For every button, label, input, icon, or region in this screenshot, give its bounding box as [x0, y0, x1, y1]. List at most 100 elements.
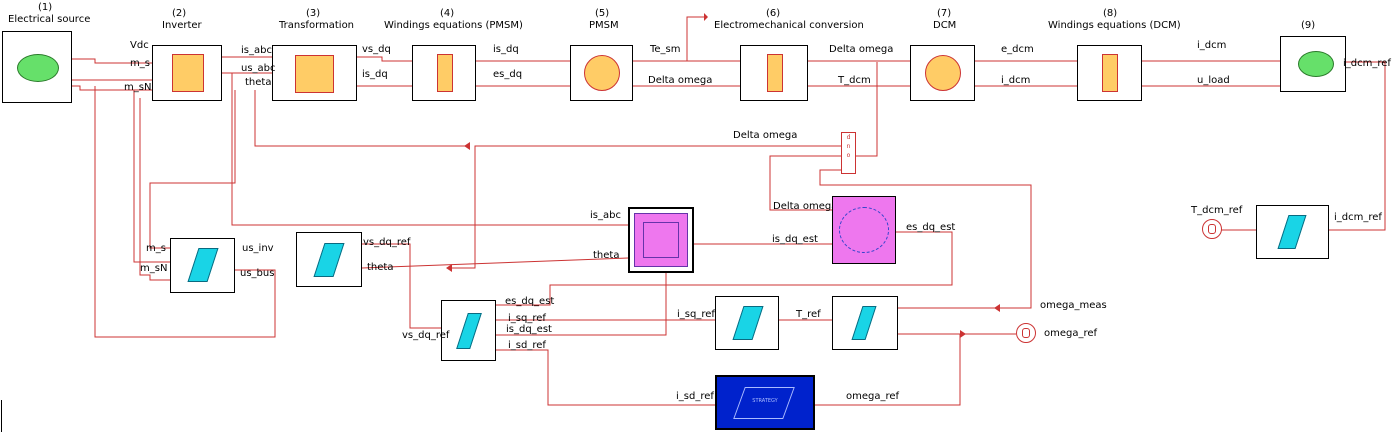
dcm-block[interactable] — [910, 45, 975, 101]
dcm-control-block[interactable] — [1256, 205, 1329, 259]
port-vdc: Vdc — [130, 40, 149, 51]
port-ctrl-ms: m_s — [146, 243, 166, 254]
port-msn: m_sN — [124, 82, 152, 93]
pmsm-title: PMSM — [589, 20, 619, 31]
windings-dcm-block[interactable] — [1077, 45, 1142, 101]
strategy-label: STRATEGY — [752, 398, 778, 404]
port-isq-ref-in: i_sq_ref — [677, 309, 715, 320]
windings-dcm-icon — [1102, 54, 1118, 92]
port-u-load: u_load — [1197, 75, 1230, 86]
estimator-abc-block[interactable] — [628, 207, 694, 273]
port-est-is-abc: is_abc — [590, 210, 621, 221]
electromech-title: Electromechanical conversion — [714, 20, 864, 31]
estimator-dq-icon — [839, 207, 889, 253]
transformation-title: Transformation — [279, 20, 355, 31]
inverter-block[interactable] — [152, 45, 222, 101]
wire-ctrl-ms — [149, 90, 236, 249]
isq-icon — [732, 306, 764, 340]
electrical-source-block[interactable] — [2, 31, 72, 103]
port-vs-dq-ref-out: vs_dq_ref — [402, 330, 450, 341]
port-theta-ctrl: theta — [367, 262, 394, 273]
windings-dcm-title: Windings equations (DCM) — [1048, 20, 1181, 31]
port-is-abc: is_abc — [241, 45, 272, 56]
transformation-control-block[interactable] — [296, 232, 362, 287]
wire-isabc — [231, 73, 628, 226]
load-block[interactable] — [1280, 36, 1346, 92]
port-theta: theta — [245, 77, 272, 88]
dcm-control-icon — [1277, 215, 1307, 249]
wire-fb-to-theta — [452, 145, 841, 269]
wire-theta-est — [361, 257, 629, 269]
source-title: Electrical source — [8, 14, 91, 25]
port-is-dq: is_dq — [362, 69, 388, 80]
source-number: (1) — [38, 2, 53, 13]
pmsm-number: (5) — [595, 8, 610, 19]
port-tdcm: T_dcm — [838, 75, 871, 86]
windings-pmsm-icon — [437, 54, 453, 92]
transformation-block[interactable] — [272, 45, 357, 101]
speed-control-block[interactable] — [832, 296, 898, 350]
port-es-dq: es_dq — [493, 69, 523, 80]
wire-vs-dq — [357, 56, 412, 62]
port-tdcm-ref: T_dcm_ref — [1191, 205, 1243, 216]
port-isd-ref-in: i_sd_ref — [676, 391, 714, 402]
port-i-dcm-2: i_dcm — [1197, 40, 1227, 51]
pmsm-icon — [584, 55, 620, 91]
wire-vdc — [72, 58, 152, 64]
electromech-number: (6) — [766, 8, 781, 19]
tdcm-ref-source-icon[interactable] — [1202, 219, 1222, 239]
dcm-icon — [925, 55, 961, 91]
wire-i-dcm-ref — [1329, 61, 1386, 231]
isq-block[interactable] — [715, 296, 779, 350]
inverter-number: (2) — [172, 8, 187, 19]
load-number: (9) — [1301, 20, 1316, 31]
dcm-number: (7) — [937, 8, 952, 19]
label-delta-omega-est: Delta omega — [773, 201, 838, 212]
omega-ref-source-icon[interactable] — [1016, 323, 1036, 343]
port-vs-dq-ref: vs_dq_ref — [363, 237, 411, 248]
electromech-block[interactable] — [740, 45, 808, 101]
port-is-dq-est: is_dq_est — [772, 234, 818, 245]
transformation-icon — [295, 55, 334, 93]
windings-pmsm-block[interactable] — [412, 45, 476, 101]
wire-is-abc-to-ctrl — [496, 258, 667, 336]
wire-theta-fb — [254, 90, 470, 147]
port-te-sm: Te_sm — [650, 44, 681, 55]
port-es-dq-est: es_dq_est — [906, 222, 956, 233]
wire-est-in — [769, 155, 841, 211]
port-isq-ref: i_sq_ref — [508, 313, 546, 324]
inverter-control-icon — [187, 248, 219, 282]
strategy-block[interactable]: STRATEGY — [715, 375, 815, 430]
transformation-control-icon — [313, 243, 345, 277]
wire-isd-ref — [496, 349, 715, 406]
pmsm-block[interactable] — [570, 45, 633, 101]
port-ctrl-msn: m_sN — [140, 263, 168, 274]
windings-pmsm-title: Windings equations (PMSM) — [384, 20, 523, 31]
wire-ctrl-msn — [133, 90, 170, 263]
label-omega-meas: omega_meas — [1040, 300, 1107, 311]
port-us-bus: us_bus — [240, 268, 275, 279]
wire-es-dq-est — [496, 231, 953, 306]
wire-omega-ref-2 — [815, 334, 961, 406]
wire-fb-delta-omega — [856, 62, 878, 157]
windings-pmsm-number: (4) — [440, 8, 455, 19]
transformation-number: (3) — [306, 8, 321, 19]
current-control-block[interactable] — [441, 300, 496, 361]
estimator-dq-block[interactable] — [832, 196, 896, 264]
port-us-inv: us_inv — [242, 243, 274, 254]
port-is-dq-2: is_dq — [493, 44, 519, 55]
inverter-control-block[interactable] — [170, 238, 235, 293]
port-i-dcm: i_dcm — [1001, 75, 1031, 86]
estimator-abc-icon — [634, 213, 688, 267]
wire-ctrl-msn-2 — [139, 98, 170, 281]
port-ms: m_s — [130, 58, 150, 69]
wire-omega-meas — [819, 169, 1032, 309]
load-icon — [1298, 51, 1334, 77]
port-es-dq-est-in: es_dq_est — [505, 296, 555, 307]
port-dcm-ctrl-out: i_dcm_ref — [1334, 212, 1382, 223]
source-icon — [17, 54, 59, 82]
speed-control-icon — [851, 306, 877, 340]
